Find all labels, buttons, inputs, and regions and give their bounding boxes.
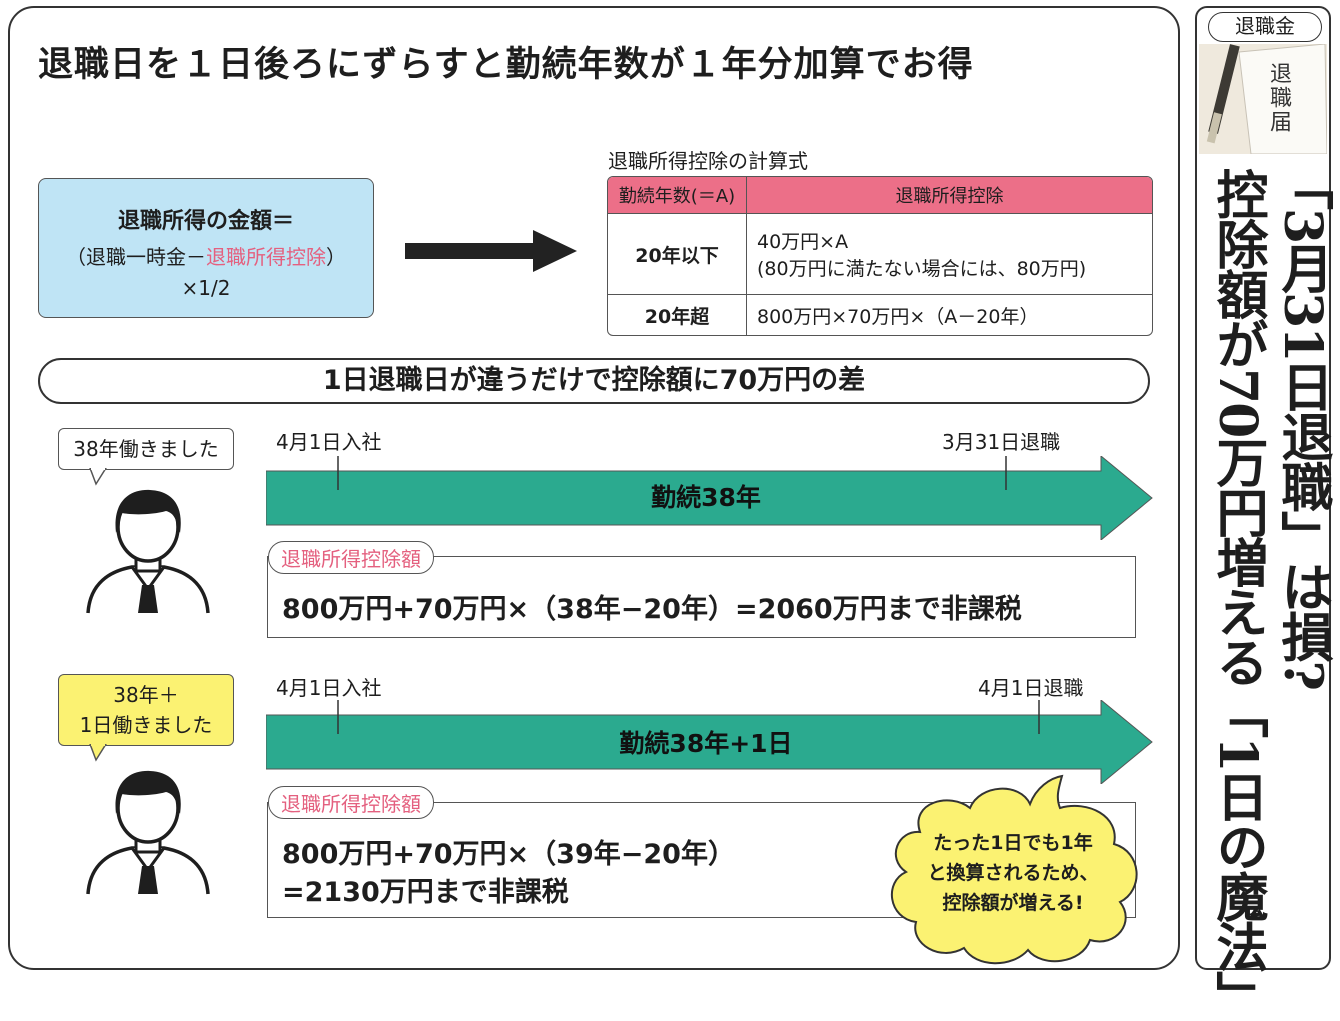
timeline-arrow [266, 456, 1153, 540]
formula-line1: 退職所得の金額＝ [117, 209, 294, 234]
table-row: 20年以下 40万円×A (80万円に満たない場合には、80万円) [608, 213, 1152, 295]
main-title: 退職日を１日後ろにずらすと勤続年数が１年分加算でお得 [38, 45, 974, 85]
section-banner: 1日退職日が違うだけで控除額に70万円の差 [38, 358, 1150, 404]
start-date-label: 4月1日入社 [276, 676, 382, 700]
table-row: 20年超 800万円×70万円×（A－20年） [608, 294, 1152, 335]
person-icon [86, 770, 210, 895]
end-date-label: 3月31日退職 [942, 430, 1061, 454]
callout-text: たった1日でも1年 と換算されるため、 控除額が増える! [927, 832, 1099, 914]
person-icon [86, 489, 210, 614]
tenure-label: 勤続38年+1日 [619, 729, 793, 758]
right-arrow-icon [405, 230, 577, 272]
formula-line2: （退職一時金－退職所得控除） [66, 245, 346, 269]
bubble-line: 38年＋ [113, 683, 179, 707]
formula-box: 退職所得の金額＝ （退職一時金－退職所得控除） ×1/2 [38, 178, 374, 318]
table-cell-deduction: 800万円×70万円×（A－20年） [746, 294, 1152, 335]
bubble-line: 1日働きました [79, 713, 213, 737]
tenure-label: 勤続38年 [651, 483, 761, 512]
end-date-label: 4月1日退職 [978, 676, 1084, 700]
deduction-tag: 退職所得控除額 [268, 786, 434, 819]
formula-highlight: 退職所得控除 [206, 245, 326, 269]
result-text: 800万円+70万円×（38年−20年）=2060万円まで非課税 [282, 594, 1022, 625]
resignation-letter-photo [1199, 44, 1327, 154]
callout-burst [890, 774, 1138, 965]
headline-line1: 「3月31日退職」は損? [1272, 158, 1333, 690]
deduction-table: 勤続年数(＝A) 退職所得控除 20年以下 40万円×A (80万円に満たない場… [607, 176, 1153, 336]
table-header-years: 勤続年数(＝A) [608, 177, 747, 214]
speech-bubble-highlight: 38年＋ 1日働きました [58, 674, 234, 746]
speech-bubble: 38年働きました [58, 428, 234, 470]
result-text: =2130万円まで非課税 [282, 877, 569, 908]
start-date-label: 4月1日入社 [276, 430, 382, 454]
bubble-tail-icon [89, 468, 107, 486]
table-caption: 退職所得控除の計算式 [608, 149, 808, 173]
headline-line2: 控除額が70万円増える「1日の魔法」 [1207, 168, 1268, 1021]
table-cell-years: 20年以下 [608, 213, 747, 295]
deduction-tag: 退職所得控除額 [268, 541, 434, 574]
category-tag: 退職金 [1208, 12, 1322, 42]
timeline-arrow [266, 700, 1153, 784]
sidebar-panel [1195, 6, 1331, 970]
result-text: 800万円+70万円×（39年−20年） [282, 839, 735, 870]
table-header-deduction: 退職所得控除 [746, 177, 1152, 214]
table-cell-years: 20年超 [608, 294, 747, 335]
bubble-tail-icon [89, 744, 107, 762]
formula-line3: ×1/2 [181, 276, 231, 300]
photo-text: 退職届 [1266, 62, 1291, 134]
table-cell-deduction: 40万円×A (80万円に満たない場合には、80万円) [746, 213, 1152, 295]
